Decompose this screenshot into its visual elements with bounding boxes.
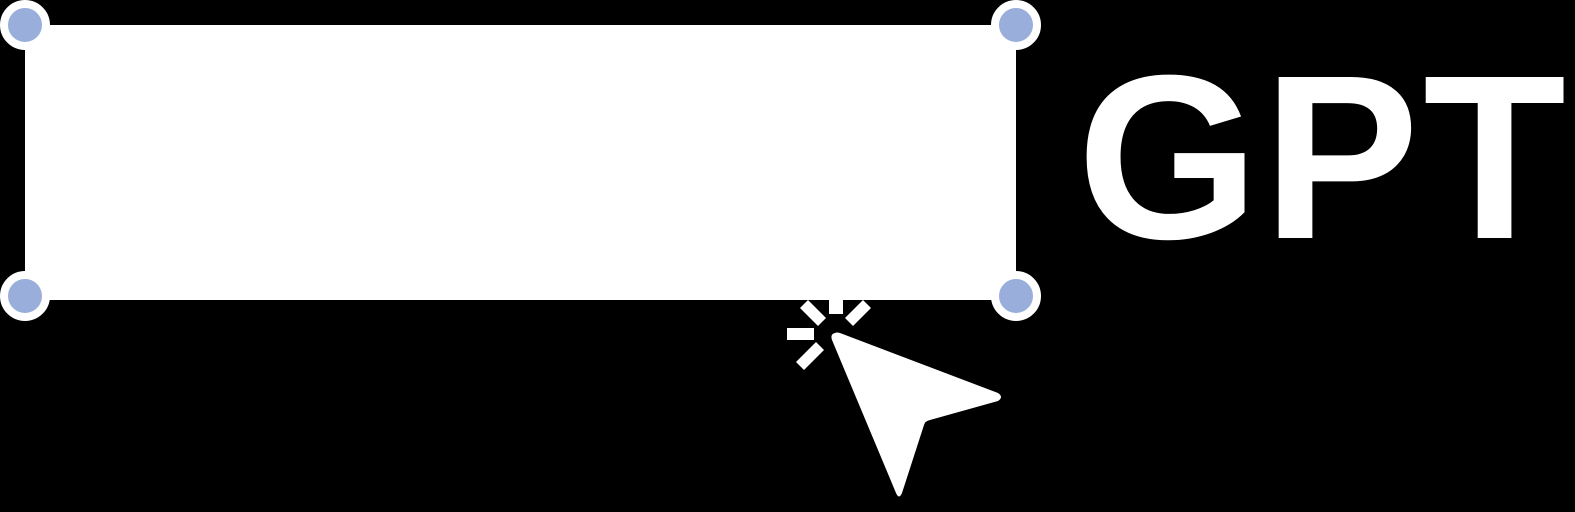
click-burst-icon — [787, 300, 871, 370]
pointer-cursor-icon — [787, 300, 1001, 497]
resize-handle-top-left[interactable] — [0, 0, 50, 50]
selection-box — [25, 25, 1016, 300]
resize-handle-bottom-right[interactable] — [991, 271, 1041, 321]
resize-handle-top-right[interactable] — [991, 0, 1041, 50]
wordmark: GPT — [1077, 26, 1571, 288]
resize-handle-bottom-left[interactable] — [0, 271, 50, 321]
